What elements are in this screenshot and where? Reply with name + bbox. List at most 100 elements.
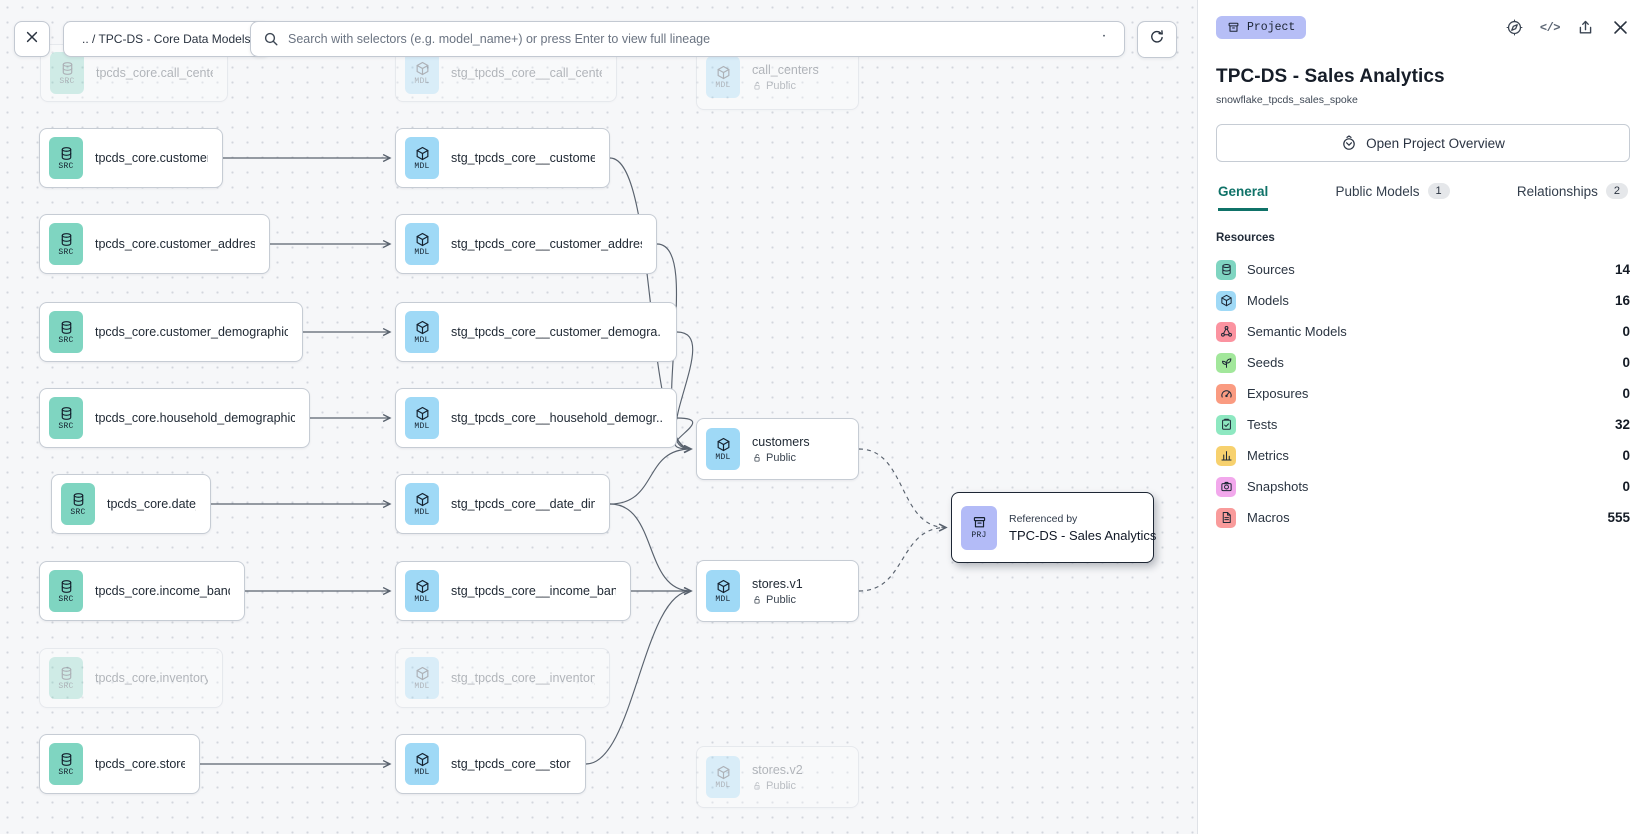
padlock-open-icon [752, 781, 762, 791]
mdl-badge: MDL [405, 397, 439, 439]
refresh-lineage-button[interactable] [1137, 21, 1177, 58]
resource-name: Exposures [1247, 386, 1309, 401]
project-schema-subtitle: snowflake_tpcds_sales_spoke [1216, 94, 1358, 106]
resource-count: 32 [1614, 417, 1630, 432]
edge-mdl_household_demographics-to-pub_customers [674, 417, 694, 449]
info-icon[interactable] [1096, 31, 1112, 47]
lineage-node-mdl-inventory[interactable]: MDL stg_tpcds_core__inventory [395, 648, 610, 708]
edge-mdl_date_dim-to-pub_customers [609, 449, 691, 505]
src-badge: SRC [49, 223, 83, 265]
cube-icon [716, 765, 731, 780]
tab-general[interactable]: General [1218, 184, 1269, 211]
resource-name: Macros [1247, 510, 1290, 525]
seedling-icon [1216, 352, 1236, 373]
src-badge: SRC [49, 137, 83, 179]
node-label: tpcds_core.customer [95, 151, 208, 165]
lineage-node-src-customer-address[interactable]: SRC tpcds_core.customer_address [39, 214, 270, 274]
database-icon [59, 579, 74, 594]
padlock-open-icon [752, 81, 762, 91]
resource-count: 0 [1622, 386, 1630, 401]
lineage-node-src-customer[interactable]: SRC tpcds_core.customer [39, 128, 223, 188]
src-badge: SRC [50, 52, 84, 94]
node-label: tpcds_core.inventory [95, 671, 208, 685]
gauge-icon [1216, 383, 1236, 404]
node-label: stg_tpcds_core__inventory [451, 671, 595, 685]
node-label: tpcds_core.customer_address [95, 237, 255, 251]
code-icon[interactable]: </> [1539, 20, 1561, 35]
share-button[interactable] [1577, 19, 1594, 36]
file-icon [1216, 507, 1236, 528]
cube-icon [415, 752, 430, 767]
database-icon [59, 320, 74, 335]
database-icon [1216, 259, 1236, 280]
project-overview-icon [1341, 135, 1357, 151]
search-input[interactable] [288, 32, 1087, 46]
lineage-search [250, 21, 1125, 57]
resource-row-sources[interactable]: Sources 14 [1216, 254, 1630, 285]
node-label: stg_tpcds_core__customer [451, 151, 595, 165]
resource-row-seeds[interactable]: Seeds 0 [1216, 347, 1630, 378]
compass-icon [1506, 19, 1523, 36]
project-icon [1227, 21, 1240, 34]
database-icon [59, 666, 74, 681]
src-badge: SRC [49, 397, 83, 439]
cube-icon [415, 406, 430, 421]
mdl-badge: MDL [405, 52, 439, 94]
refresh-icon [1149, 29, 1165, 50]
open-project-overview-button[interactable]: Open Project Overview [1216, 124, 1630, 162]
mdl-badge: MDL [405, 743, 439, 785]
node-label: stg_tpcds_core__call_center [451, 66, 602, 80]
node-access: Public [766, 593, 796, 606]
node-access: Public [766, 779, 796, 792]
camera-icon [1216, 476, 1236, 497]
close-lineage-button[interactable] [14, 21, 50, 57]
node-label: tpcds_core.call_center [96, 66, 213, 80]
mdl-badge: MDL [405, 657, 439, 699]
prj-badge: PRJ [961, 505, 997, 550]
resource-count: 16 [1614, 293, 1630, 308]
resource-row-tests[interactable]: Tests 32 [1216, 409, 1630, 440]
resource-name: Models [1247, 293, 1289, 308]
search-icon [263, 31, 279, 47]
resources-list: Sources 14 Models 16 Semantic Models 0 S… [1216, 254, 1630, 533]
resource-row-macros[interactable]: Macros 555 [1216, 502, 1630, 533]
resource-row-semantic-models[interactable]: Semantic Models 0 [1216, 316, 1630, 347]
node-label: call_centers [752, 62, 819, 77]
resource-row-models[interactable]: Models 16 [1216, 285, 1630, 316]
database-icon [59, 232, 74, 247]
resource-row-metrics[interactable]: Metrics 0 [1216, 440, 1630, 471]
cube-icon [716, 579, 731, 594]
breadcrumb[interactable]: .. / TPC-DS - Core Data Models [63, 21, 270, 57]
cube-icon [415, 579, 430, 594]
explore-lineage-button[interactable] [1506, 19, 1523, 36]
cube-icon [415, 666, 430, 681]
node-label: TPC-DS - Sales Analytics [1009, 527, 1157, 543]
resource-name: Snapshots [1247, 479, 1309, 494]
src-badge: SRC [49, 570, 83, 612]
node-label: stores.v2 [752, 762, 803, 777]
resource-row-exposures[interactable]: Exposures 0 [1216, 378, 1630, 409]
cube-icon [1216, 290, 1236, 311]
resource-row-snapshots[interactable]: Snapshots 0 [1216, 471, 1630, 502]
close-panel-button[interactable] [1611, 18, 1630, 37]
